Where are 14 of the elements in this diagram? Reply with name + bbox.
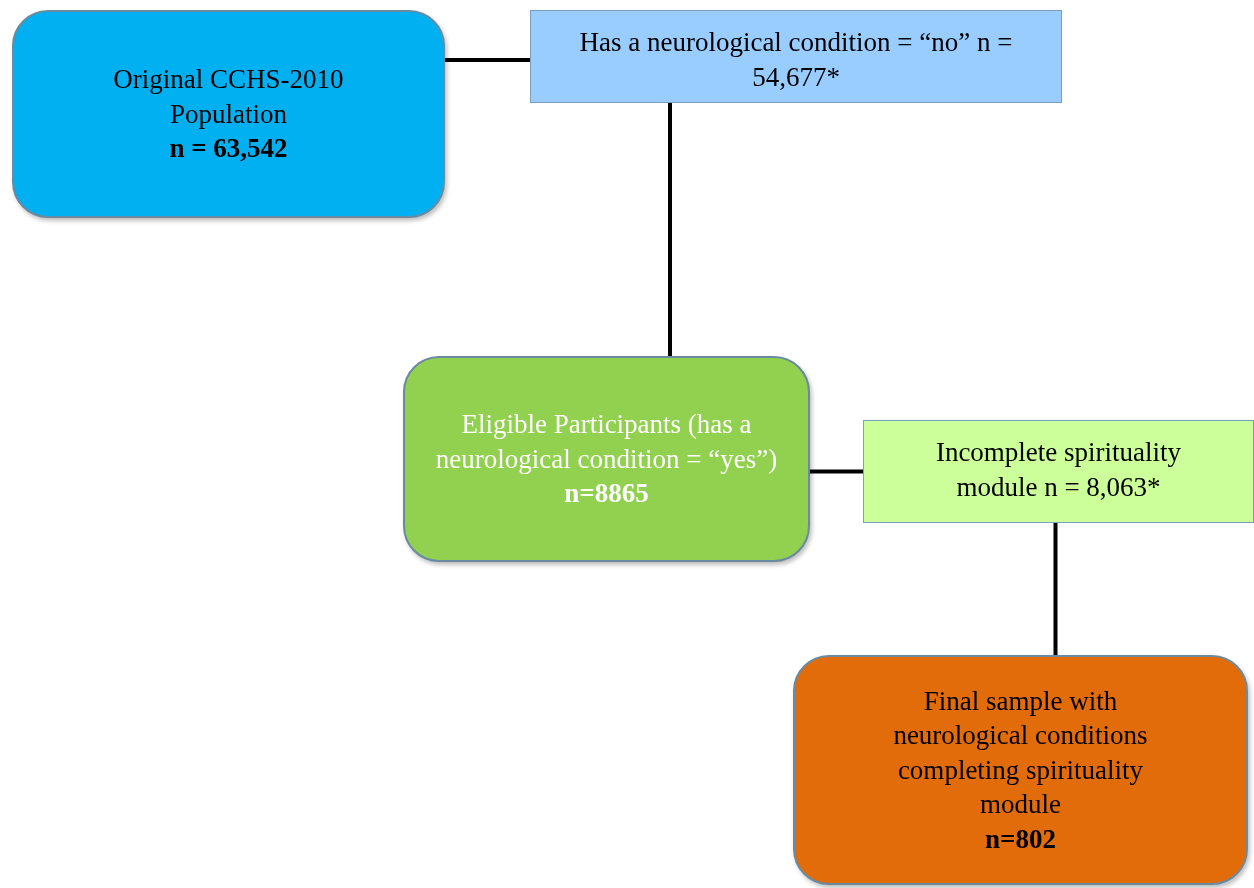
box-text: Eligible Participants (has a neurological condition = “yes”) n=8865 [435, 408, 778, 511]
connector-line [668, 103, 672, 356]
process-box [12, 10, 445, 218]
box-text: Has a neurological condition = “no” n = 54,677* [578, 26, 1014, 94]
connector-line [810, 469, 863, 474]
process-box [793, 655, 1248, 885]
box-text: Incomplete spirituality module n = 8,063* [934, 436, 1183, 504]
connector-line [1053, 523, 1058, 655]
count-text: n = 63,542 [169, 132, 288, 166]
exclusion-box [863, 420, 1254, 523]
count-text: n=802 [985, 822, 1056, 856]
exclusion-box [530, 10, 1062, 103]
connector-line [445, 58, 530, 62]
process-box [403, 356, 810, 562]
